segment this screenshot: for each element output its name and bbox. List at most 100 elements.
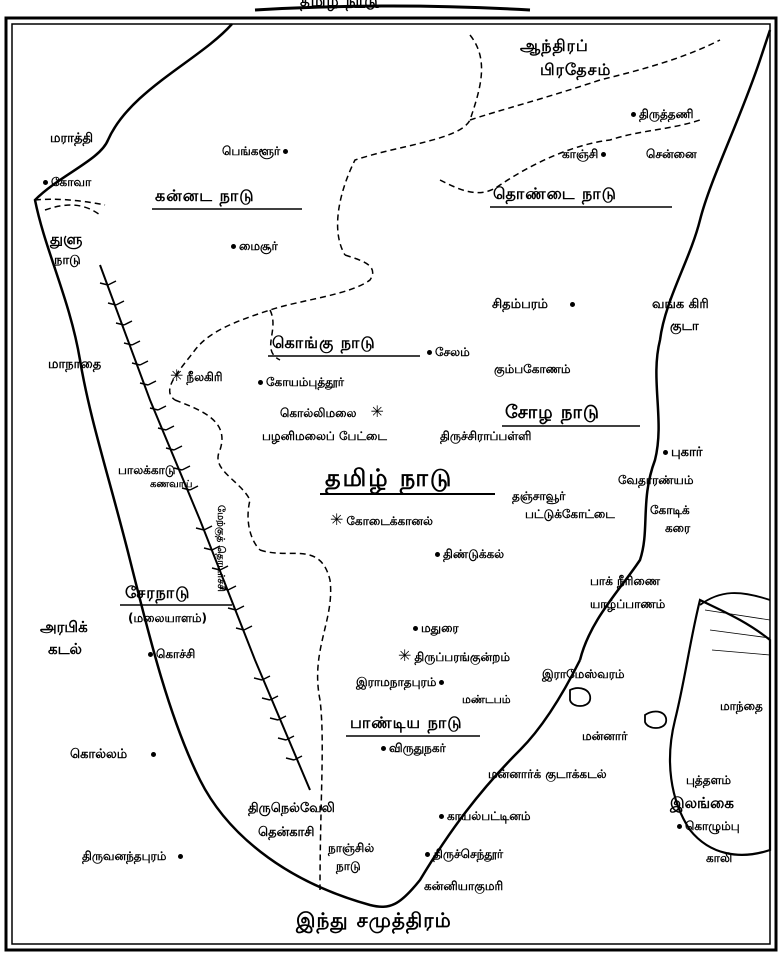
place-tirupparankundram-label: திருப்பரங்குன்றம் [414, 650, 510, 664]
place-palakkad: பாலக்காடு [118, 463, 176, 477]
place-chidambaram-label: சிதம்பரம் [492, 297, 548, 312]
place-salem-label: சேலம் [435, 345, 470, 359]
region-thondai: தொண்டை நாடு [493, 184, 617, 203]
place-dindigul: திண்டுக்கல் [432, 548, 504, 560]
boundary-kongu-chera [174, 399, 261, 551]
place-tuticorin: காயல்பட்டினம் [436, 810, 531, 822]
place-chidambaram: சிதம்பரம் [492, 298, 578, 311]
place-kochi: கொச்சி [145, 648, 195, 660]
place-trichy: திருச்சிராப்பள்ளி [440, 430, 531, 442]
mannar-island [644, 710, 667, 729]
place-colombo-label: கொழும்பு [685, 819, 740, 833]
boundary-andhra [336, 34, 483, 256]
place-coimbatore: கோயம்புத்தூர் [255, 376, 344, 388]
region-pandya: பாண்டிய நாடு [350, 713, 463, 732]
place-kumbakonam: கும்பகோணம் [494, 363, 571, 375]
place-nilgiri: ✳நீலகிரி [170, 366, 223, 385]
sri-lanka-coastline [668, 598, 772, 856]
place-pattukottai: பட்டுக்கோட்டை [525, 507, 615, 521]
region-chola: சோழ நாடு [505, 402, 600, 423]
place-srilanka: இலங்கை [670, 794, 734, 812]
west-coastline [33, 23, 582, 908]
place-virudhunagar: விருதுநகர் [378, 742, 446, 754]
place-palani: பழனிமலைப் பேட்டை [262, 430, 387, 442]
place-kollam-label: கொல்லம் [70, 747, 128, 762]
place-mannar: மன்னார் [582, 729, 628, 743]
place-kanchi-label: காஞ்சி [562, 147, 599, 161]
place-kodaikanal: ✳கோடைக்கானல் [330, 510, 433, 529]
place-bengaluru: பெங்களூர் [222, 145, 291, 157]
place-tiruchendur: திருச்செந்தூர் [422, 848, 503, 860]
place-tirunelveli: திருநெல்வேலி [248, 802, 335, 815]
place-arabian-2: கடல் [48, 640, 82, 658]
region-boundaries [34, 34, 721, 891]
place-nanjil: நாஞ்சில் [328, 841, 375, 855]
place-madurai: மதுரை [410, 622, 459, 634]
place-bengaluru-label: பெங்களூர் [222, 144, 281, 158]
place-colombo: கொழும்பு [674, 820, 740, 832]
place-thanjavur: தஞ்சாவூர் [512, 489, 566, 503]
sri-lanka-north-tip [699, 592, 771, 606]
western-ghats [99, 264, 311, 791]
place-jaffna: யாழ்ப்பாணம் [590, 597, 666, 611]
place-kanchi: காஞ்சி [562, 148, 609, 160]
ghats-hatching-left [99, 282, 295, 761]
place-kochi-label: கொச்சி [156, 647, 196, 661]
place-coimbatore-label: கோயம்புத்தூர் [266, 375, 345, 389]
place-madurai-label: மதுரை [421, 621, 459, 635]
place-mysore: மைசூர் [228, 240, 278, 252]
place-indian-ocean: இந்து சமுத்திரம் [296, 908, 452, 932]
map-outer-frame [4, 16, 778, 952]
place-vedaranyam: வேதாரண்யம் [618, 473, 694, 487]
region-andhra: ஆந்திரப் [520, 36, 589, 55]
place-malanad: மாநாதை [48, 357, 102, 372]
place-mannar-gulf: மன்னார்க் குடாக்கடல் [488, 767, 607, 781]
place-vangakiri-2: குடா [670, 319, 699, 334]
place-dindigul-label: திண்டுக்கல் [443, 547, 505, 561]
place-arabian: அரபிக் [40, 618, 88, 636]
place-tuticorin-label: காயல்பட்டினம் [447, 809, 531, 823]
place-kumbakonam-label: கும்பகோணம் [494, 362, 571, 376]
place-mandapam: மண்டபம் [462, 693, 511, 706]
place-nanjil-2: நாடு [336, 859, 361, 873]
jaffna-hatch [704, 609, 771, 656]
region-maratti: மராத்தி [50, 131, 94, 146]
place-palakkad-2: கணவாய் [150, 479, 193, 490]
ghats-ridge [99, 264, 311, 791]
map-header: தமிழ் நாடு [300, 0, 379, 10]
place-kollimalai: கொல்லிமலை✳ [280, 402, 384, 421]
region-andhra-2: பிரதேசம் [540, 60, 612, 79]
region-kannada: கன்னட நாடு [155, 186, 255, 205]
place-vangakiri: வங்க கிரி [652, 297, 709, 312]
place-pukar: புகார் [660, 446, 703, 459]
boundary-tulu [44, 204, 101, 216]
boundary-kannada-kongu [168, 254, 374, 401]
place-kanyakumari: கன்னியாகுமரி [424, 879, 504, 893]
place-kollam: கொல்லம் [70, 748, 159, 761]
header-underline [254, 4, 531, 12]
place-thiruvananthapuram: திருவனந்தபுரம் [82, 850, 186, 862]
place-ramanathapuram-label: இராமநாதபுரம் [356, 675, 437, 689]
place-kollimalai-label: கொல்லிமலை [280, 406, 357, 420]
place-nilgiri-label: நீலகிரி [186, 370, 223, 384]
place-kodikkarai: கோடிக் [650, 503, 690, 517]
region-chera: சேரநாடு [125, 583, 191, 602]
region-tulu-2: நாடு [54, 253, 81, 268]
place-tenkasi: தென்காசி [258, 825, 315, 840]
place-mysore-label: மைசூர் [239, 239, 278, 253]
place-puttalam: புத்தளம் [686, 773, 732, 787]
place-ghats: மேற்குத் தொடர்ச்சி [215, 505, 226, 592]
region-chera-sub: (மலையாளம்) [128, 611, 207, 625]
place-kodaikanal-label: கோடைக்கானல் [346, 514, 433, 528]
map-inner-frame [11, 23, 771, 945]
place-kalli: காலி [706, 851, 733, 865]
ghats-hatching [107, 280, 303, 761]
place-pukar-label: புகார் [671, 445, 703, 460]
place-chennai-label: சென்னை [646, 147, 697, 161]
region-underlines [120, 206, 672, 737]
place-tiruchendur-label: திருச்செந்தூர் [433, 847, 504, 861]
place-palkstrait: பாக் நீரிணை [590, 574, 661, 588]
place-ramanathapuram: இராமநாதபுரம் [356, 676, 447, 688]
place-trincomalee: மாந்தை [720, 699, 763, 713]
